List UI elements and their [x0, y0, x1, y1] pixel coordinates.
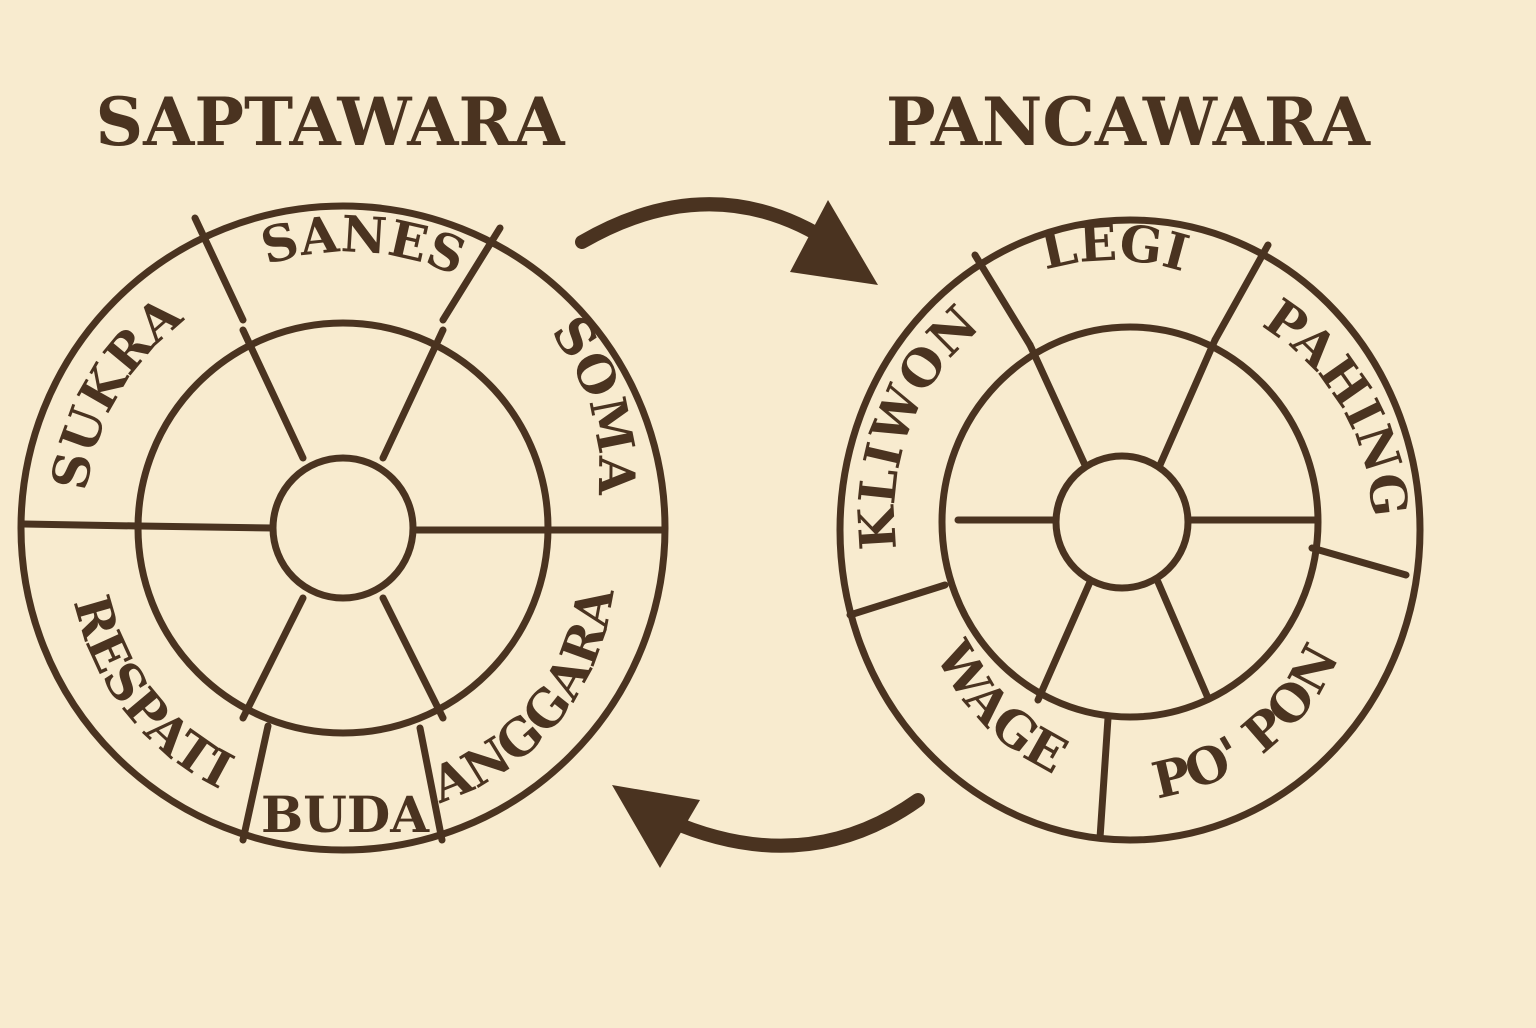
- day-label-wage: WAGE: [923, 630, 1076, 785]
- saptawara-wheel: SANES SOMA ANGGARA BUDA RESPATI SUKRA: [17, 202, 669, 854]
- pancawara-title: PANCAWARA: [886, 83, 1371, 161]
- pancawara-divider: [1211, 241, 1272, 344]
- saptawara-divider: [239, 722, 272, 844]
- saptawara-spoke: [239, 594, 307, 722]
- pancawara-spoke: [1034, 578, 1094, 704]
- saptawara-divider: [416, 724, 446, 844]
- arrowhead-right-icon: [790, 200, 878, 285]
- pancawara-wheel: LEGI PAHING PO' PON WAGE KLIWON: [836, 213, 1424, 844]
- pancawara-divider: [1096, 714, 1112, 842]
- pancawara-hub: [1052, 452, 1192, 592]
- arrowhead-left-icon: [612, 785, 700, 868]
- saptawara-title: SAPTAWARA: [95, 83, 565, 161]
- pancawara-divider: [971, 251, 1034, 349]
- pancawara-divider: [846, 581, 949, 619]
- arrow-to-pancawara: [575, 197, 878, 285]
- pancawara-spoke: [1156, 336, 1219, 469]
- day-label-respati: RESPATI: [62, 589, 243, 801]
- arrow-to-saptawara: [612, 785, 925, 868]
- day-label-buda: BUDA: [261, 785, 430, 844]
- saptawara-spoke: [136, 522, 277, 532]
- saptawara-spoke: [379, 326, 447, 462]
- pancawara-spoke: [1026, 341, 1089, 469]
- saptawara-spoke: [379, 594, 447, 722]
- day-label-sukra: SUKRA: [40, 284, 194, 495]
- saptawara-divider: [20, 520, 142, 530]
- day-label-sanes: SANES: [255, 204, 474, 287]
- day-label-po-pon: PO' PON: [1147, 634, 1351, 810]
- saptawara-spoke: [239, 326, 307, 462]
- pancawara-spoke: [1154, 578, 1212, 702]
- pancawara-outer-ring: [836, 216, 1424, 844]
- saptawara-divider: [191, 214, 247, 324]
- saptawara-divider: [439, 224, 504, 324]
- day-label-soma: SOMA: [541, 305, 647, 496]
- pancawara-divider: [1308, 544, 1410, 579]
- saptawara-hub: [269, 454, 417, 602]
